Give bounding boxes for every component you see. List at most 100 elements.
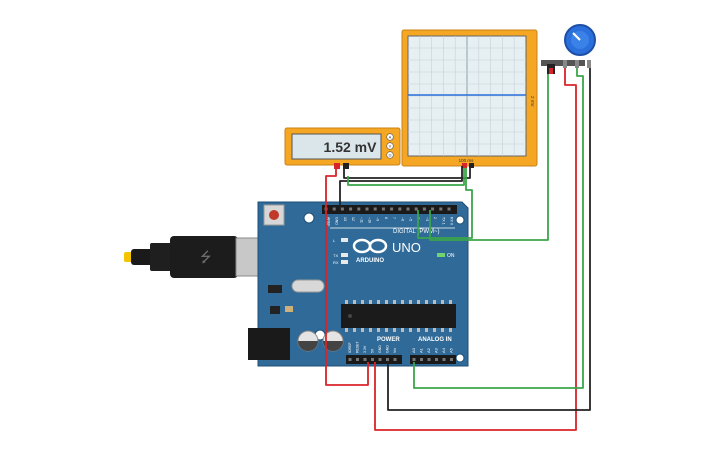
- power-pin-hole[interactable]: [393, 358, 397, 361]
- analog-pin-hole[interactable]: [442, 358, 446, 361]
- potentiometer[interactable]: [541, 24, 596, 74]
- digital-pin-hole[interactable]: [340, 207, 344, 211]
- reset-button-cap[interactable]: [269, 210, 279, 220]
- power-pin-label: RESET: [356, 340, 360, 353]
- multimeter-mode-buttons[interactable]: AVΩ: [386, 133, 394, 159]
- power-pin-hole[interactable]: [386, 358, 389, 361]
- digital-pin-hole[interactable]: [357, 207, 361, 211]
- wire-red-meter[interactable]: [325, 168, 369, 386]
- digital-pin-hole[interactable]: [447, 207, 451, 211]
- brand-label: ARDUINO: [356, 258, 384, 264]
- multimeter[interactable]: 1.52 mV AVΩ: [284, 127, 401, 169]
- wire-green-pin-pot[interactable]: [429, 74, 549, 241]
- crystal-oscillator: [291, 279, 325, 293]
- multimeter-mode-button[interactable]: [386, 133, 394, 141]
- arduino-logo: ARDUINO UNO: [352, 238, 421, 264]
- digital-pin-hole[interactable]: [406, 207, 410, 211]
- digital-pin-hole[interactable]: [381, 207, 385, 211]
- digital-pin-label: 12: [351, 217, 355, 221]
- multimeter-probe-black[interactable]: [343, 163, 349, 169]
- analog-pin-hole[interactable]: [427, 358, 431, 361]
- analog-pin-hole[interactable]: [412, 358, 416, 361]
- chip-pin: [385, 328, 388, 332]
- power-pin-hole[interactable]: [363, 358, 367, 361]
- wire-green-scope-meter[interactable]: [347, 168, 465, 186]
- digital-pin-hole[interactable]: [390, 207, 394, 211]
- digital-label: DIGITAL (PWM~): [393, 229, 440, 235]
- power-pin-hole[interactable]: [371, 358, 374, 361]
- pot-knob-pointer: [572, 32, 581, 41]
- power-pin-label: GND: [386, 345, 390, 353]
- digital-pin-label: ~3: [425, 217, 429, 221]
- multimeter-probe-red[interactable]: [334, 163, 340, 169]
- multimeter-mode-button[interactable]: [386, 142, 394, 150]
- digital-pin-hole[interactable]: [365, 207, 369, 211]
- wire-black-gnd-top[interactable]: [339, 166, 463, 210]
- chip-pin: [417, 328, 420, 332]
- digital-pin-hole[interactable]: [431, 207, 435, 211]
- wire-green-scope-pin[interactable]: [417, 168, 473, 239]
- status-led-label: L: [333, 238, 336, 243]
- multimeter-mode-label: A: [389, 135, 392, 140]
- power-pin-label: 3.3V: [363, 345, 367, 353]
- multimeter-mode-label: V: [389, 144, 392, 149]
- digital-pin-hole[interactable]: [414, 207, 418, 211]
- multimeter-mode-button[interactable]: [386, 151, 394, 159]
- power-pin-hole[interactable]: [348, 358, 352, 361]
- chip-pin: [417, 300, 420, 304]
- chip-pin: [385, 300, 388, 304]
- chip-pins: [345, 300, 452, 332]
- chip-pin: [401, 300, 404, 304]
- mounting-hole: [303, 212, 315, 224]
- digital-pin-hole[interactable]: [439, 207, 443, 211]
- digital-pin-label: 2: [433, 217, 437, 219]
- power-pin-label: IOREF: [348, 342, 352, 353]
- digital-pin-holes[interactable]: [324, 207, 451, 211]
- digital-pin-label: 13: [343, 217, 347, 221]
- wire-green-a0-pot[interactable]: [413, 68, 584, 389]
- analog-pin-label: A5: [449, 347, 454, 353]
- oscilloscope[interactable]: 100 ms 2 mV: [401, 29, 538, 168]
- multimeter-display: [291, 133, 382, 160]
- dc-power-jack[interactable]: [248, 328, 290, 360]
- chip-pin: [393, 328, 396, 332]
- power-pin-hole[interactable]: [356, 358, 359, 361]
- chip-pin: [409, 300, 412, 304]
- analog-pin-hole[interactable]: [420, 358, 423, 361]
- digital-pin-label: ~9: [376, 217, 380, 221]
- analog-label: ANALOG IN: [418, 337, 452, 343]
- status-led: [341, 238, 348, 242]
- chip-pin: [361, 328, 364, 332]
- power-pin-hole[interactable]: [378, 358, 382, 361]
- wire-red-5v-pot[interactable]: [374, 68, 577, 431]
- wire-black-gnd-pot[interactable]: [387, 68, 591, 411]
- analog-pin-hole[interactable]: [450, 358, 453, 361]
- digital-pin-hole[interactable]: [373, 207, 377, 211]
- chip-pin: [393, 300, 396, 304]
- smd-component: [285, 306, 293, 312]
- scope-probe-red[interactable]: [462, 163, 467, 168]
- wires[interactable]: [325, 68, 591, 431]
- scope-side-label: 2 mV: [530, 96, 535, 107]
- power-pin-label: Vin: [393, 348, 397, 353]
- analog-pin-label: A4: [441, 347, 446, 353]
- digital-pin-hole[interactable]: [422, 207, 426, 211]
- wire-black-meter-scope[interactable]: [343, 166, 471, 179]
- digital-pin-hole[interactable]: [398, 207, 402, 211]
- digital-pin-label: ~6: [400, 217, 404, 221]
- scope-probe-black[interactable]: [469, 163, 474, 168]
- analog-pin-hole[interactable]: [435, 358, 438, 361]
- chip-pin: [425, 300, 428, 304]
- digital-header[interactable]: [322, 205, 457, 214]
- digital-pin-hole[interactable]: [349, 207, 353, 211]
- chip-pin: [401, 328, 404, 332]
- bottom-pin-holes[interactable]: [348, 358, 454, 361]
- analog-header[interactable]: [410, 355, 456, 364]
- mounting-hole: [455, 353, 465, 363]
- digital-pin-hole[interactable]: [332, 207, 336, 211]
- usb-cable-neck: [150, 243, 172, 271]
